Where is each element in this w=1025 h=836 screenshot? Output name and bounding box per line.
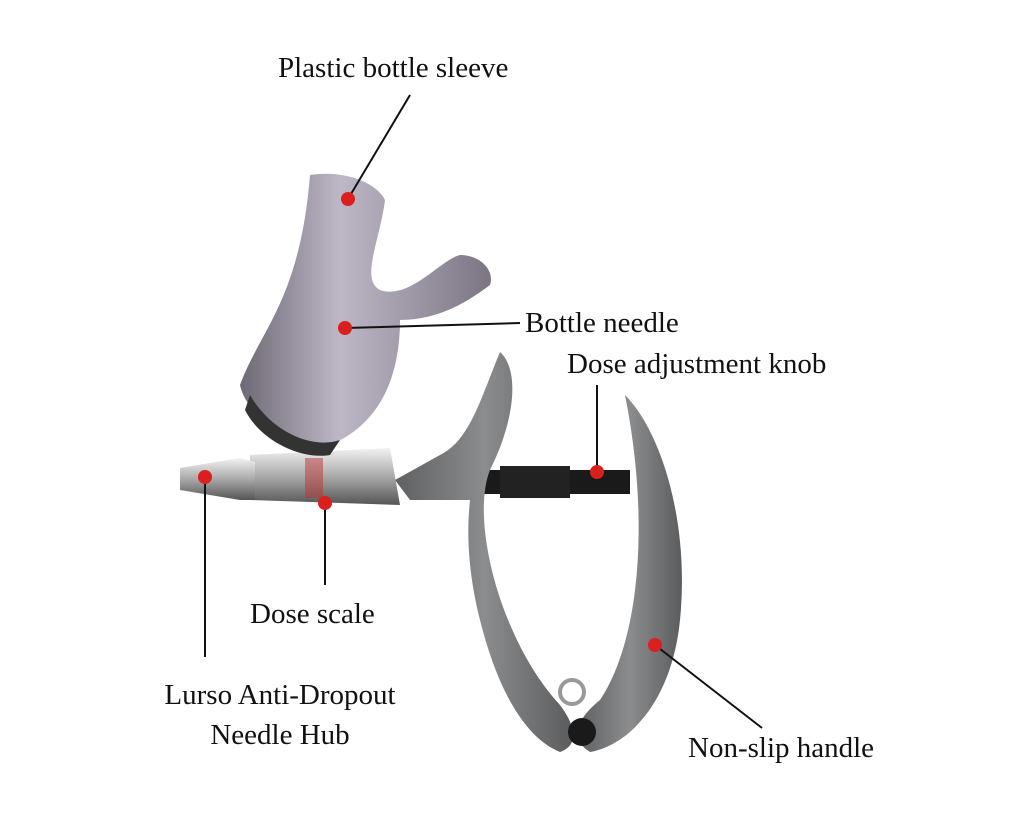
front-handle <box>395 352 574 752</box>
label-bottle-sleeve: Plastic bottle sleeve <box>278 52 509 84</box>
needle-hub <box>180 458 255 500</box>
marker-dot <box>341 192 355 206</box>
marker-dot <box>338 321 352 335</box>
markers <box>198 192 662 652</box>
leader-bottle-sleeve <box>347 94 411 200</box>
bottle-sleeve <box>240 173 491 445</box>
rear-handle <box>577 395 682 752</box>
marker-dot <box>198 470 212 484</box>
label-handle: Non-slip handle <box>688 732 875 764</box>
barrel <box>250 448 400 505</box>
label-needle-hub-line2: Needle Hub <box>210 719 350 751</box>
leader-lines <box>204 94 763 729</box>
leader-handle <box>654 644 763 729</box>
marker-dot <box>648 638 662 652</box>
label-dose-knob: Dose adjustment knob <box>567 348 827 380</box>
label-dose-scale: Dose scale <box>250 598 375 630</box>
label-needle-hub: Lurso Anti-Dropout Needle Hub <box>130 677 430 753</box>
marker-dot <box>318 496 332 510</box>
leader-bottle-needle <box>344 322 521 329</box>
label-bottle-needle: Bottle needle <box>525 307 679 339</box>
label-needle-hub-line1: Lurso Anti-Dropout <box>164 679 396 711</box>
marker-dot <box>590 465 604 479</box>
